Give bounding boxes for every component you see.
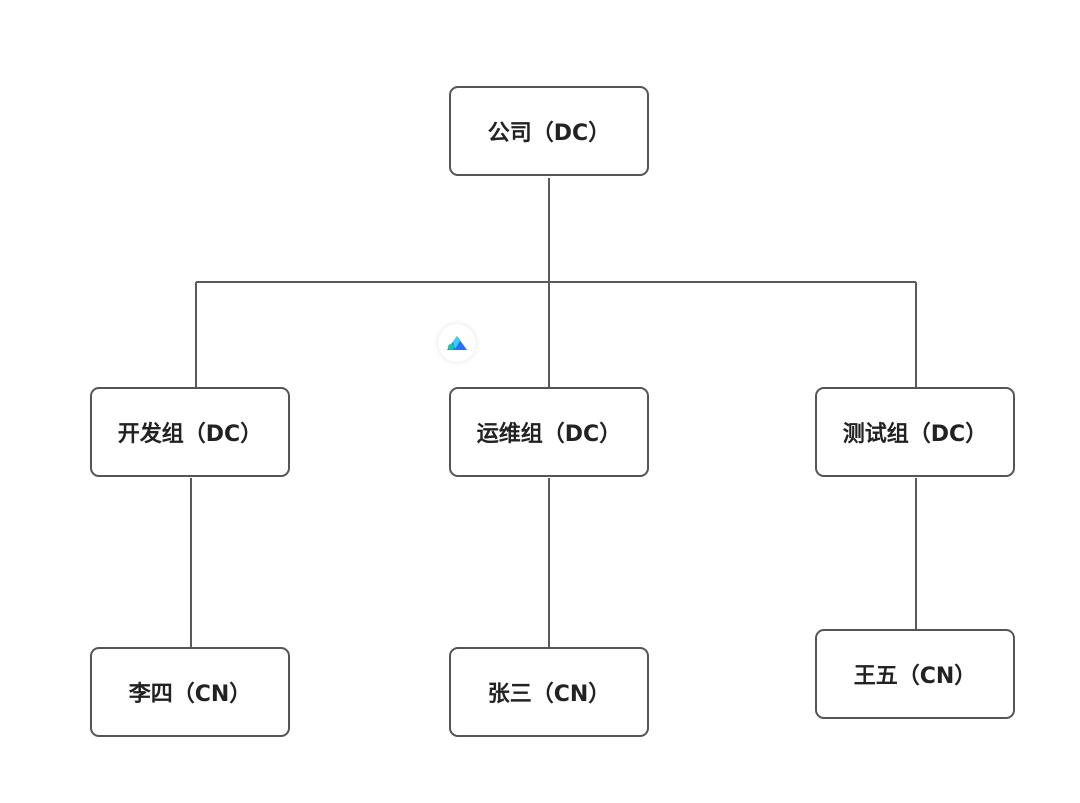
node-member-wangwu-label: 王五（CN） bbox=[853, 664, 977, 689]
node-member-zhangsan-label: 张三（CN） bbox=[487, 682, 611, 707]
node-dev-group[interactable]: 开发组（DC） bbox=[90, 387, 290, 477]
node-dev-group-label: 开发组（DC） bbox=[117, 422, 263, 447]
app-logo-icon bbox=[447, 336, 467, 350]
node-test-group[interactable]: 测试组（DC） bbox=[815, 387, 1015, 477]
node-test-group-label: 测试组（DC） bbox=[842, 422, 988, 447]
node-member-wangwu[interactable]: 王五（CN） bbox=[815, 629, 1015, 719]
node-member-lisi[interactable]: 李四（CN） bbox=[90, 647, 290, 737]
floating-app-badge[interactable] bbox=[438, 324, 476, 362]
node-ops-group[interactable]: 运维组（DC） bbox=[449, 387, 649, 477]
node-ops-group-label: 运维组（DC） bbox=[476, 422, 622, 447]
node-member-zhangsan[interactable]: 张三（CN） bbox=[449, 647, 649, 737]
node-member-lisi-label: 李四（CN） bbox=[128, 682, 252, 707]
node-company[interactable]: 公司（DC） bbox=[449, 86, 649, 176]
node-company-label: 公司（DC） bbox=[487, 121, 611, 146]
